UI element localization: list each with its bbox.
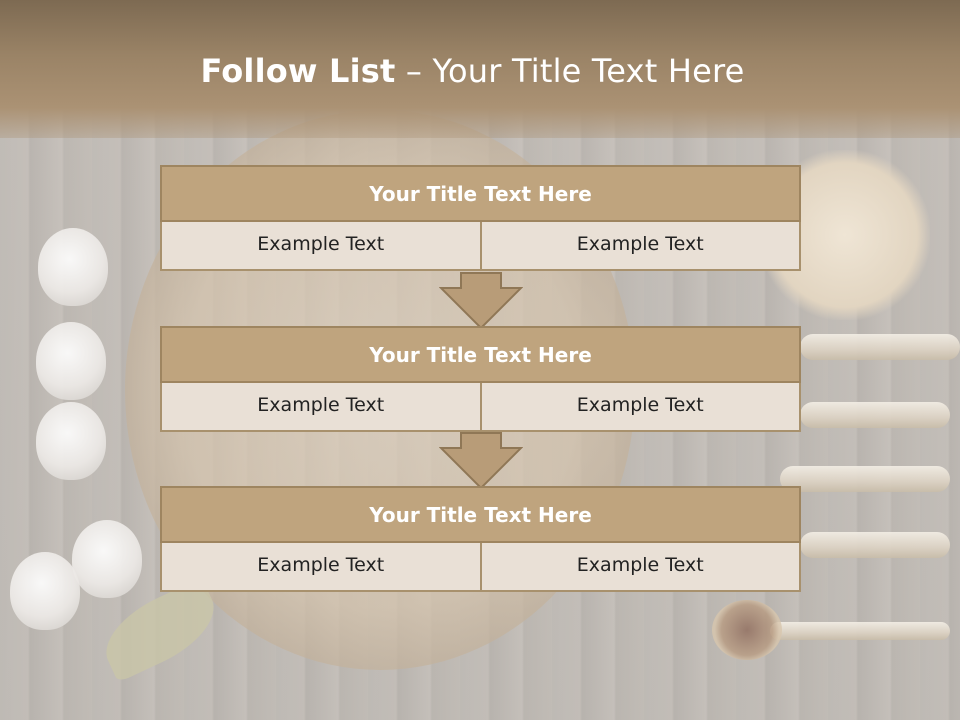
background-garlic — [72, 520, 142, 598]
step-title: Your Title Text Here — [160, 326, 801, 383]
background-spoon-handle — [780, 466, 950, 492]
background-spice-spoon — [712, 600, 782, 660]
background-spoon-handle — [800, 532, 950, 558]
step-row: Example Text Example Text — [160, 543, 801, 592]
step-block-1: Your Title Text Here Example Text Exampl… — [160, 165, 801, 271]
step-block-2: Your Title Text Here Example Text Exampl… — [160, 326, 801, 432]
background-garlic — [10, 552, 80, 630]
slide-title-rest: – Your Title Text Here — [395, 52, 745, 90]
step-cell-left: Example Text — [160, 543, 482, 592]
slide-header: Follow List – Your Title Text Here — [0, 0, 960, 138]
slide-title: Follow List – Your Title Text Here — [0, 52, 945, 90]
background-spoon-handle — [800, 402, 950, 428]
step-block-3: Your Title Text Here Example Text Exampl… — [160, 486, 801, 592]
step-cell-right: Example Text — [481, 383, 801, 432]
background-garlic — [38, 228, 108, 306]
slide-title-bold: Follow List — [200, 52, 396, 90]
step-row: Example Text Example Text — [160, 383, 801, 432]
step-row: Example Text Example Text — [160, 222, 801, 271]
down-arrow-icon — [439, 432, 523, 490]
step-title: Your Title Text Here — [160, 486, 801, 543]
background-spoon-handle — [770, 622, 950, 640]
step-cell-right: Example Text — [481, 543, 801, 592]
step-cell-left: Example Text — [160, 222, 482, 271]
background-garlic — [36, 402, 106, 480]
step-title: Your Title Text Here — [160, 165, 801, 222]
step-cell-right: Example Text — [481, 222, 801, 271]
step-cell-left: Example Text — [160, 383, 482, 432]
background-spoon-handle — [800, 334, 960, 360]
down-arrow-icon — [439, 272, 523, 330]
background-garlic — [36, 322, 106, 400]
